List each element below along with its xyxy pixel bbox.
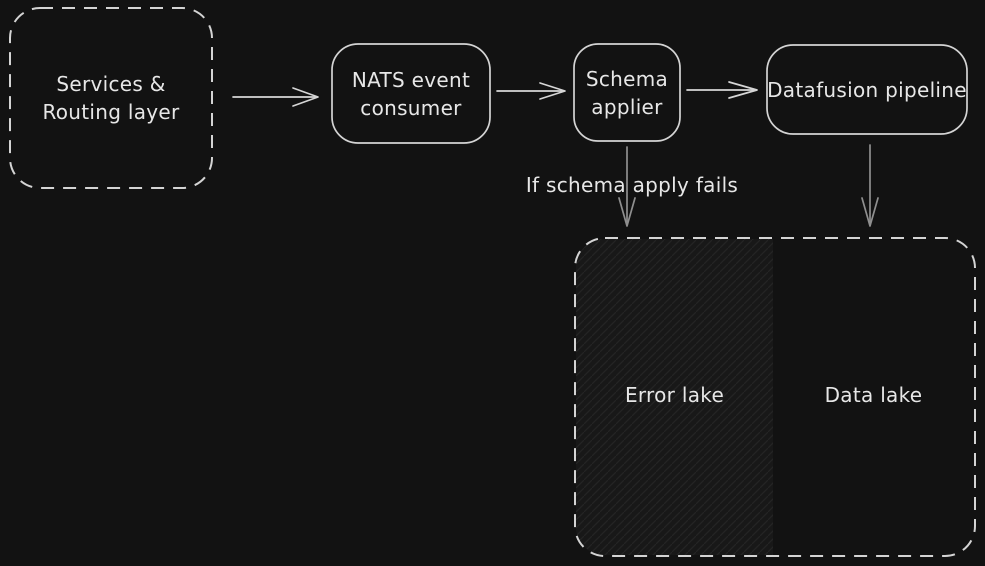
datafusion-pipeline-label: Datafusion pipeline <box>767 77 967 102</box>
arrow-schema-to-error-lake <box>618 146 636 227</box>
error-lake-label: Error lake <box>624 383 725 407</box>
schema-applier-box <box>573 43 681 142</box>
error-lake-hatch-fill <box>576 239 773 555</box>
services-routing-label: Services & Routing layer <box>42 72 180 124</box>
lake-container-box <box>574 237 976 557</box>
nats-event-consumer-box <box>331 43 491 144</box>
nats-event-consumer-label: NATS event consumer <box>351 67 471 120</box>
arrow-schema-to-datafusion <box>686 81 758 99</box>
fail-condition-label: If schema apply fails <box>525 173 739 197</box>
arrow-datafusion-to-data-lake <box>861 144 879 227</box>
arrow-services-to-nats <box>232 87 319 107</box>
data-lake-label: Data lake <box>824 383 923 407</box>
datafusion-pipeline-box <box>766 44 968 135</box>
schema-applier-label: Schema applier <box>585 66 669 119</box>
services-routing-box <box>9 7 213 189</box>
arrow-nats-to-schema <box>496 82 566 100</box>
